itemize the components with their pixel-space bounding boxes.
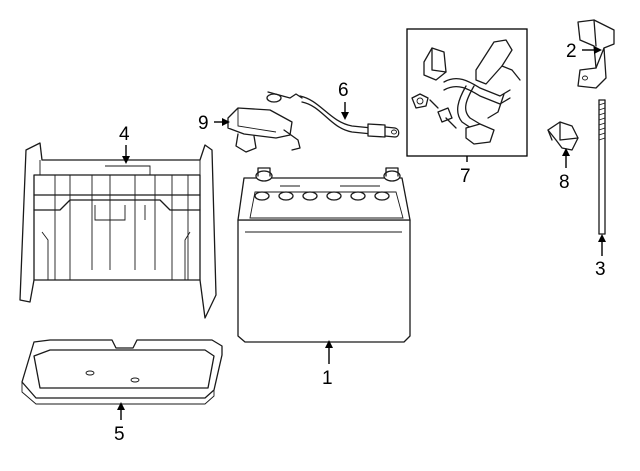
callout-label-7: 7	[460, 166, 471, 187]
battery-box-drawing	[19, 142, 217, 319]
callout-label-3: 3	[595, 259, 606, 280]
callout-5: 5	[114, 402, 125, 445]
callout-7: 7	[460, 156, 471, 187]
cable-clip-drawing	[547, 121, 579, 151]
callout-8: 8	[559, 148, 570, 193]
callout-label-1: 1	[322, 368, 333, 389]
positive-cable-kit-drawing	[406, 28, 528, 157]
callout-label-6: 6	[338, 80, 349, 101]
callout-2: 2	[566, 41, 602, 62]
callout-6: 6	[338, 80, 349, 120]
battery-tray-drawing	[21, 339, 223, 405]
negative-cable-drawing	[267, 91, 400, 138]
callout-label-5: 5	[114, 424, 125, 445]
callout-4: 4	[119, 124, 130, 164]
callout-1: 1	[322, 340, 333, 389]
callout-9: 9	[198, 113, 230, 134]
battery-drawing	[237, 167, 411, 343]
callout-label-9: 9	[198, 113, 209, 134]
battery-vent-caps	[254, 191, 390, 201]
callout-label-8: 8	[559, 172, 570, 193]
hold-down-bracket-drawing	[577, 19, 615, 89]
callout-3: 3	[595, 234, 606, 280]
callout-label-4: 4	[119, 124, 130, 145]
current-sensor-drawing	[227, 93, 301, 153]
hold-down-rod-drawing	[598, 99, 606, 235]
callout-label-2: 2	[566, 41, 577, 62]
